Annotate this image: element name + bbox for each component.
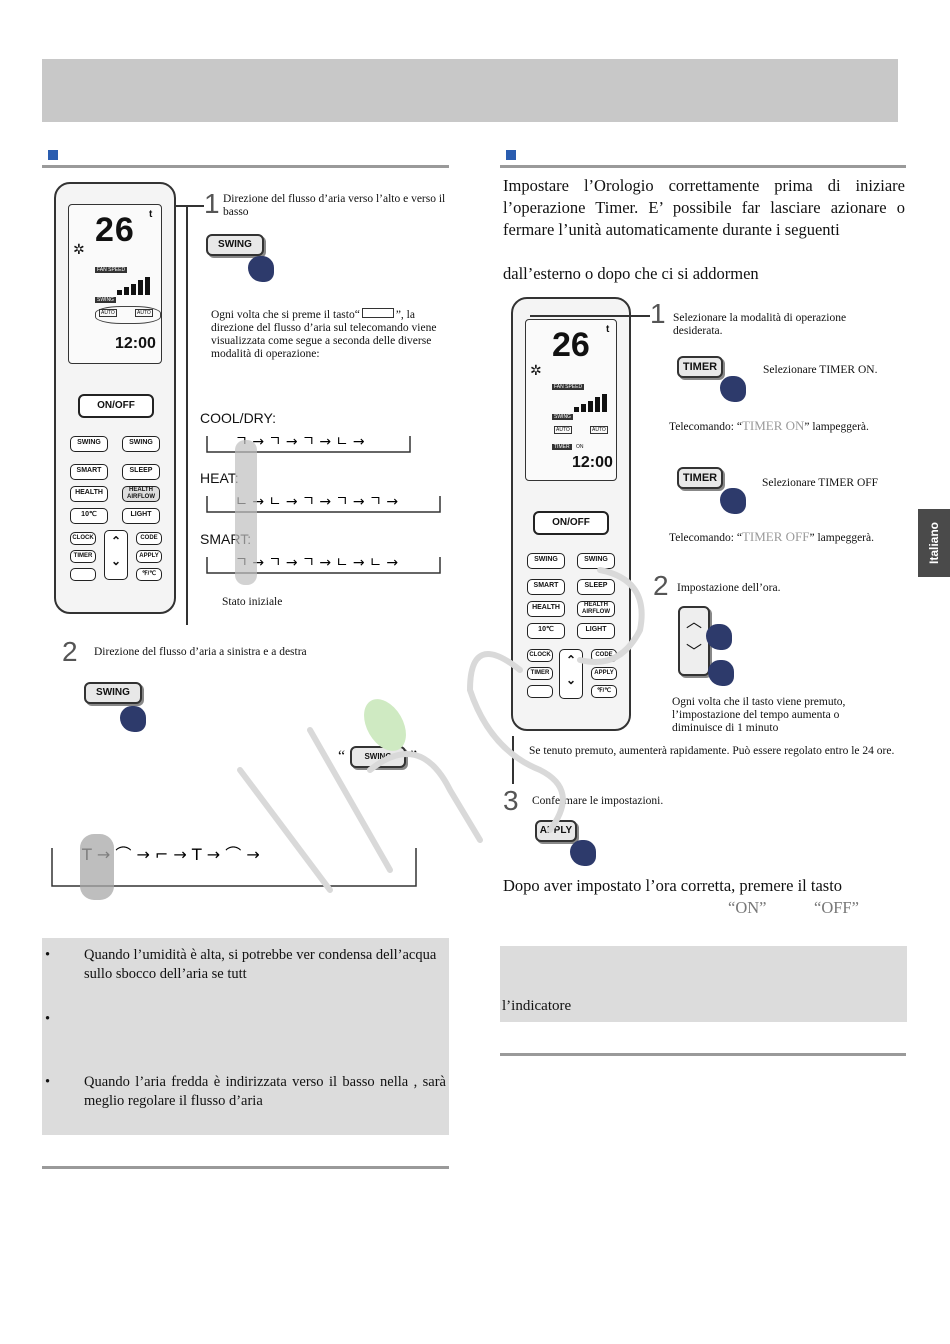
updown-rocker[interactable]: ⌃ ⌄ — [104, 530, 128, 580]
step1-text: Direzione del flusso d’aria verso l’alto… — [223, 193, 453, 219]
section-rule — [500, 165, 906, 168]
lcd-temp-unit: t — [606, 324, 609, 335]
lcd-auto-2: AUTO — [135, 309, 153, 317]
initial-state-highlight — [80, 834, 114, 900]
finger-press-icon — [720, 488, 746, 514]
lcd-temp-unit: t — [149, 209, 152, 220]
unit-button[interactable]: ℉/℃ — [136, 568, 162, 581]
snowflake-icon: ✲ — [530, 362, 542, 379]
swing-mini-icon — [362, 308, 394, 318]
section-marker-icon — [48, 150, 58, 160]
section-rule — [42, 1166, 449, 1169]
after-off: “OFF” — [814, 898, 859, 918]
swing-lr-button-callout[interactable]: SWING — [84, 682, 142, 704]
health-airflow-button[interactable]: HEALTH AIRFLOW — [122, 486, 160, 502]
bullet: • — [45, 1073, 50, 1092]
finger-press-icon — [720, 376, 746, 402]
note-1: Quando l’umidità è alta, si potrebbe ver… — [84, 946, 444, 984]
pointer-line — [186, 205, 188, 625]
swing-updown-button[interactable]: SWING — [70, 436, 108, 452]
mode-cool-dry: COOL/DRY: — [200, 410, 276, 426]
smart-button[interactable]: SMART — [70, 464, 108, 480]
timer-button[interactable]: TIMER — [70, 550, 96, 563]
remote-control-left: 26 t ✲ FAN SPEED SWING AUTO AUTO 12:00 O… — [54, 182, 176, 614]
lcd-auto-1: AUTO — [554, 426, 572, 434]
light-button[interactable]: LIGHT — [122, 508, 160, 524]
ten-degree-button[interactable]: 10℃ — [70, 508, 108, 524]
step-number: 1 — [204, 188, 220, 220]
watermark — [220, 470, 720, 910]
timer-intro: Impostare l’Orologio correttamente prima… — [503, 175, 905, 241]
remote-lcd: 26 t ✲ FAN SPEED SWING AUTO AUTO 12:00 — [68, 204, 162, 364]
apply-button[interactable]: APPLY — [136, 550, 162, 563]
code-button[interactable]: CODE — [136, 532, 162, 545]
bullet: • — [45, 946, 50, 965]
swing-button-callout[interactable]: SWING — [206, 234, 264, 256]
indicator-text: l’indicatore — [502, 998, 571, 1015]
language-tab[interactable]: Italiano — [918, 509, 950, 577]
select-timer-on: Selezionare TIMER ON. — [763, 364, 877, 377]
lcd-on: ON — [576, 444, 584, 450]
note-3: Quando l’aria fredda è indirizzata verso… — [84, 1073, 446, 1111]
sleep-button[interactable]: SLEEP — [122, 464, 160, 480]
lcd-time: 12:00 — [115, 335, 156, 353]
chevron-up-icon[interactable]: ⌃ — [105, 531, 127, 551]
step1-text: Selezionare la modalità di operazione de… — [673, 312, 873, 338]
header-banner — [42, 59, 898, 122]
after-on: “ON” — [728, 898, 766, 918]
fan-bars-icon — [574, 394, 614, 412]
cancel-button[interactable] — [70, 568, 96, 581]
snowflake-icon: ✲ — [73, 241, 85, 258]
health-button[interactable]: HEALTH — [70, 486, 108, 502]
step-number: 1 — [650, 298, 666, 330]
section-rule — [500, 1053, 906, 1056]
section-rule — [42, 165, 449, 168]
timer-button-callout[interactable]: TIMER — [677, 356, 723, 378]
lcd-temp: 26 — [552, 326, 590, 365]
remote-lcd: 26 t ✲ FAN SPEED SWING AUTO AUTO TIMER O… — [525, 319, 617, 481]
swing-leftright-button[interactable]: SWING — [122, 436, 160, 452]
lcd-timer: TIMER — [552, 444, 572, 450]
section-marker-icon — [506, 150, 516, 160]
lcd-temp: 26 — [95, 211, 135, 250]
lcd-swing: SWING — [552, 414, 573, 420]
pointer-line — [176, 205, 204, 207]
finger-press-icon — [120, 706, 146, 732]
step1-description: Ogni volta che si preme il tasto“”, la d… — [211, 308, 451, 361]
fan-bars-icon — [117, 277, 157, 295]
lcd-fan-speed: FAN SPEED — [552, 384, 584, 390]
finger-press-icon — [248, 256, 274, 282]
select-timer-off: Selezionare TIMER OFF — [762, 477, 878, 490]
lcd-swing: SWING — [95, 297, 116, 303]
clock-button[interactable]: CLOCK — [70, 532, 96, 545]
timer-intro-2: dall’esterno o dopo che ci si addormen — [503, 264, 759, 284]
pointer-line — [530, 315, 650, 317]
timer-on-blink: Telecomando: “TIMER ON” lampeggerà. — [669, 419, 869, 434]
lcd-auto-1: AUTO — [99, 309, 117, 317]
onoff-button[interactable]: ON/OFF — [78, 394, 154, 418]
step-number: 2 — [62, 636, 78, 668]
bullet: • — [45, 1010, 50, 1029]
lcd-auto-2: AUTO — [590, 426, 608, 434]
lcd-fan-speed: FAN SPEED — [95, 267, 127, 273]
chevron-down-icon[interactable]: ⌄ — [105, 551, 127, 571]
